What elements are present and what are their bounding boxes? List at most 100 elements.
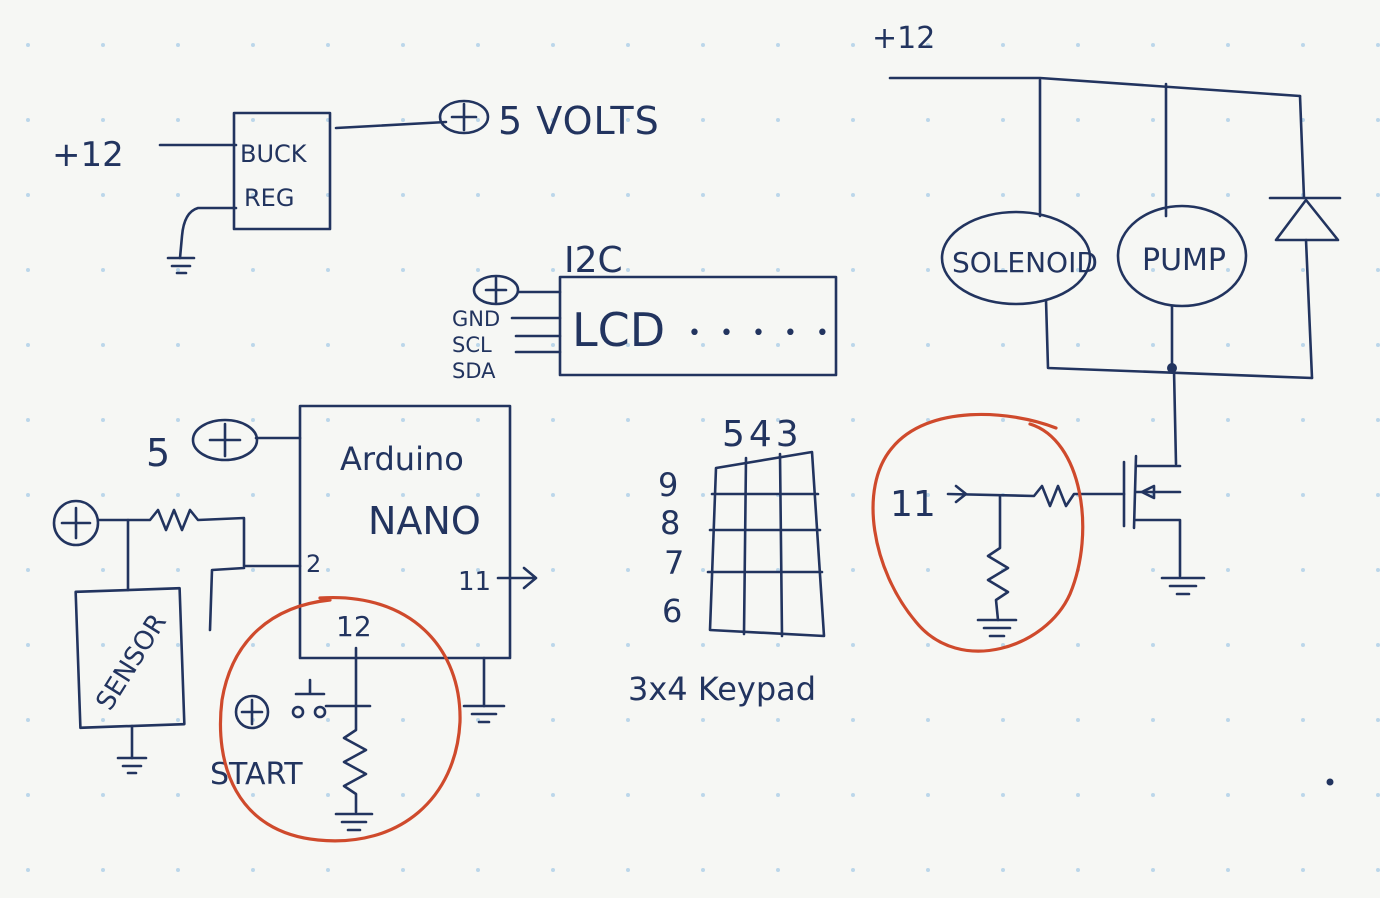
ground-symbol bbox=[116, 756, 148, 775]
grid-dot bbox=[926, 118, 930, 122]
buck-label-top: BUCK bbox=[240, 140, 308, 168]
grid-dot bbox=[1076, 793, 1080, 797]
grid-dot bbox=[101, 643, 105, 647]
grid-dot bbox=[251, 43, 255, 47]
grid-dot bbox=[701, 493, 705, 497]
grid-dot bbox=[401, 793, 405, 797]
grid-dot bbox=[1001, 718, 1005, 722]
grid-dot bbox=[1076, 868, 1080, 872]
grid-dot bbox=[476, 418, 480, 422]
grid-dot bbox=[401, 193, 405, 197]
pin-2-label: 2 bbox=[306, 550, 321, 578]
lcd-pin-gnd: GND bbox=[452, 307, 500, 331]
grid-dot bbox=[1151, 568, 1155, 572]
grid-dot bbox=[1376, 43, 1380, 47]
grid-dot bbox=[551, 118, 555, 122]
grid-dot bbox=[26, 868, 30, 872]
grid-dot bbox=[551, 493, 555, 497]
supply-12v-label: +12 bbox=[872, 21, 935, 56]
grid-dot bbox=[176, 193, 180, 197]
grid-dot bbox=[401, 43, 405, 47]
grid-dot bbox=[401, 418, 405, 422]
ground-symbol bbox=[1160, 576, 1206, 596]
sensor-label: SENSOR bbox=[90, 609, 172, 716]
grid-dot bbox=[851, 718, 855, 722]
grid-dot bbox=[1001, 43, 1005, 47]
grid-dot bbox=[1301, 868, 1305, 872]
plus-terminal-start bbox=[234, 694, 270, 730]
grid-dot bbox=[626, 493, 630, 497]
grid-dot bbox=[26, 643, 30, 647]
grid-dot bbox=[926, 43, 930, 47]
grid-dot bbox=[1151, 868, 1155, 872]
grid-dot bbox=[1301, 568, 1305, 572]
grid-dot bbox=[551, 793, 555, 797]
grid-dot bbox=[401, 568, 405, 572]
grid-dot bbox=[626, 343, 630, 347]
solenoid: SOLENOID bbox=[940, 210, 1098, 306]
grid-dot bbox=[1226, 718, 1230, 722]
grid-dot bbox=[326, 418, 330, 422]
grid-dot bbox=[101, 493, 105, 497]
grid-dot bbox=[1226, 793, 1230, 797]
grid-dot bbox=[1226, 43, 1230, 47]
pump: PUMP bbox=[1116, 204, 1248, 308]
grid-dot bbox=[701, 118, 705, 122]
sensor-block: SENSOR bbox=[52, 499, 302, 775]
grid-dot bbox=[926, 868, 930, 872]
grid-dot bbox=[326, 268, 330, 272]
grid-dot bbox=[1301, 718, 1305, 722]
grid-dot bbox=[176, 493, 180, 497]
grid-dot bbox=[401, 493, 405, 497]
grid-dot bbox=[1151, 193, 1155, 197]
grid-dot bbox=[476, 643, 480, 647]
grid-dot bbox=[851, 118, 855, 122]
arduino-supply-label: 5 bbox=[146, 431, 170, 475]
grid-dot bbox=[851, 193, 855, 197]
ground-symbol bbox=[334, 812, 374, 832]
grid-dot bbox=[1076, 418, 1080, 422]
grid-dot bbox=[326, 568, 330, 572]
grid-dot bbox=[926, 568, 930, 572]
grid-dot bbox=[1226, 868, 1230, 872]
grid-dot bbox=[776, 793, 780, 797]
nano-label: NANO bbox=[368, 499, 481, 543]
grid-dot bbox=[1151, 793, 1155, 797]
lcd-pin-scl: SCL bbox=[452, 333, 492, 357]
grid-dot bbox=[101, 193, 105, 197]
grid-dot bbox=[626, 718, 630, 722]
grid-dot bbox=[626, 643, 630, 647]
plus-terminal-arduino bbox=[191, 418, 259, 462]
solenoid-pump-driver: +12 SOLENOID PUMP 11 bbox=[871, 21, 1342, 653]
keypad-row-7: 7 bbox=[664, 544, 684, 582]
grid-dot bbox=[1376, 118, 1380, 122]
grid-dot bbox=[1376, 193, 1380, 197]
pump-label: PUMP bbox=[1142, 243, 1226, 278]
grid-dot bbox=[101, 268, 105, 272]
grid-dot bbox=[251, 193, 255, 197]
grid-dot bbox=[476, 793, 480, 797]
lcd-label: LCD bbox=[572, 303, 665, 357]
grid-dot bbox=[551, 193, 555, 197]
grid-dot bbox=[1226, 568, 1230, 572]
grid-dot bbox=[176, 793, 180, 797]
stray-dot bbox=[1326, 778, 1334, 786]
grid-dot bbox=[101, 793, 105, 797]
grid-dot bbox=[101, 568, 105, 572]
grid-dot bbox=[776, 268, 780, 272]
grid-dot bbox=[551, 718, 555, 722]
plus-terminal-sensor bbox=[52, 499, 100, 547]
grid-dot bbox=[626, 868, 630, 872]
grid-dot bbox=[326, 718, 330, 722]
grid-dot bbox=[101, 868, 105, 872]
lcd-dots: • • • • • bbox=[688, 321, 835, 346]
grid-dot bbox=[326, 793, 330, 797]
grid-dot bbox=[551, 643, 555, 647]
grid-dot bbox=[1001, 793, 1005, 797]
keypad-row-9: 9 bbox=[658, 466, 678, 504]
grid-dot bbox=[1226, 418, 1230, 422]
grid-dot bbox=[26, 343, 30, 347]
grid-dot bbox=[26, 118, 30, 122]
grid-dot bbox=[851, 43, 855, 47]
grid-dot bbox=[1076, 343, 1080, 347]
